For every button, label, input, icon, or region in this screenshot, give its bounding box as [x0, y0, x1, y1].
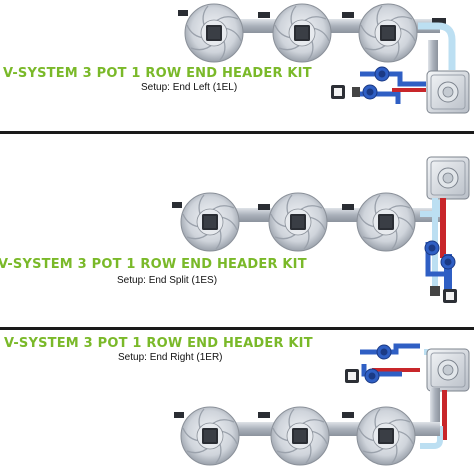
- pot-1: [180, 406, 240, 466]
- setup-label: Setup: End Split (1ES): [117, 275, 218, 286]
- valve-icon: [374, 66, 390, 82]
- valve-icon: [376, 344, 392, 360]
- pump-plug-icon: [331, 85, 345, 99]
- setup-label: Setup: End Left (1EL): [141, 82, 238, 93]
- valve-icon: [362, 84, 378, 100]
- system-diagram-end-left: [178, 3, 470, 114]
- control-bucket: [426, 70, 470, 114]
- pot-3: [358, 3, 418, 63]
- pump-plug-icon: [443, 289, 457, 303]
- pot-1: [180, 192, 240, 252]
- pot-2: [270, 406, 330, 466]
- valve-icon: [440, 254, 456, 270]
- valve-icon: [364, 368, 380, 384]
- system-diagram-end-right: [174, 343, 470, 466]
- setup-label: Setup: End Right (1ER): [118, 352, 223, 363]
- pump-plug-icon: [345, 369, 359, 383]
- control-bucket: [426, 348, 470, 392]
- section-divider: [0, 131, 474, 134]
- pot-3: [356, 192, 416, 252]
- kit-title: V-SYSTEM 3 POT 1 ROW END HEADER KIT: [3, 66, 312, 81]
- kit-title: V-SYSTEM 3 POT 1 ROW END HEADER KIT: [4, 336, 313, 351]
- section-divider: [0, 327, 474, 330]
- valve-icon: [424, 240, 440, 256]
- pot-2: [268, 192, 328, 252]
- kit-title: V-SYSTEM 3 POT 1 ROW END HEADER KIT: [0, 257, 307, 272]
- panel-end-left: V-SYSTEM 3 POT 1 ROW END HEADER KIT Setu…: [0, 0, 474, 130]
- return-pipe: [418, 22, 456, 70]
- panel-end-split: V-SYSTEM 3 POT 1 ROW END HEADER KIT Setu…: [0, 134, 474, 326]
- pot-2: [272, 3, 332, 63]
- pot-1: [184, 3, 244, 63]
- pot-3: [356, 406, 416, 466]
- panel-end-right: V-SYSTEM 3 POT 1 ROW END HEADER KIT Setu…: [0, 330, 474, 468]
- red-drain-line: [440, 198, 446, 258]
- control-bucket: [426, 156, 470, 200]
- system-diagram-end-split: [172, 156, 470, 303]
